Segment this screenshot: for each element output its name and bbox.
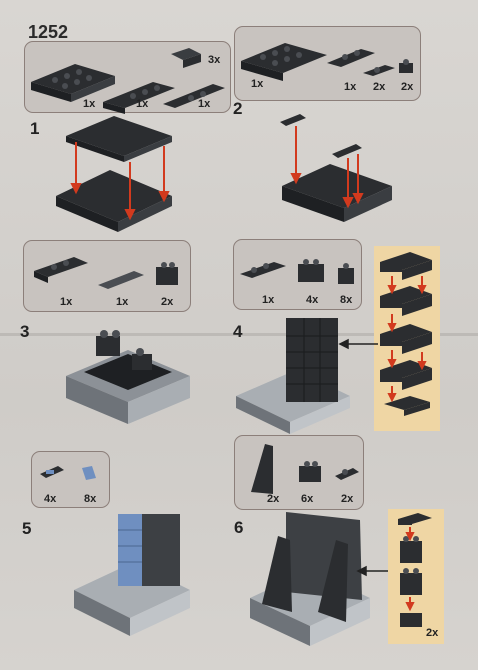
step6-subassembly-qty: 2x — [426, 627, 439, 639]
step2-part-qty: 1x — [251, 78, 264, 90]
step2-part-qty: 2x — [373, 81, 386, 93]
step6-subassembly-panel: 2x — [388, 509, 444, 644]
step1-part-qty: 1x — [136, 98, 149, 110]
step6-part-qty: 2x — [341, 493, 354, 505]
step-number: 3 — [20, 322, 30, 341]
step4-part-qty: 1x — [262, 294, 275, 306]
step6-part-qty: 6x — [301, 493, 314, 505]
step6-parts-box: 2x 6x 2x — [234, 435, 364, 510]
step3-part-qty: 2x — [161, 296, 174, 308]
step1-parts-box: 3x 1x 1x 1x — [24, 41, 231, 114]
step6-parts-illustration — [251, 444, 359, 494]
step2-part-qty: 1x — [344, 81, 357, 93]
step4-parts-illustration — [240, 259, 354, 284]
step5-parts-illustration — [40, 466, 96, 480]
step4-subassembly-panel — [374, 246, 440, 431]
step-number: 2 — [233, 99, 243, 118]
step2-parts-box: 1x 1x 2x 2x — [234, 26, 421, 101]
step-number: 1 — [30, 119, 40, 138]
step6-part-qty: 2x — [267, 493, 280, 505]
set-number: 1252 — [28, 22, 69, 42]
step4-part-qty: 4x — [306, 294, 319, 306]
step4-part-qty: 8x — [340, 294, 353, 306]
step2-part-qty: 2x — [401, 81, 414, 93]
step1-parts-illustration — [31, 48, 225, 114]
step-number: 5 — [22, 519, 32, 538]
step5-part-qty: 8x — [84, 493, 97, 505]
step4-parts-box: 1x 4x 8x — [233, 239, 362, 310]
step5-part-qty: 4x — [44, 493, 57, 505]
step3-part-qty: 1x — [116, 296, 129, 308]
step6-subassembly-illustration — [398, 513, 432, 627]
step1-part-qty: 1x — [198, 98, 211, 110]
step-number: 4 — [233, 322, 243, 341]
step5-parts-box: 4x 8x — [31, 451, 110, 508]
step-number: 6 — [234, 518, 244, 537]
step2-parts-illustration — [241, 43, 413, 81]
step1-part-qty: 1x — [83, 98, 96, 110]
page-fold-line — [0, 333, 478, 336]
step3-parts-box: 1x 1x 2x — [23, 240, 191, 312]
step1-part-qty: 3x — [208, 54, 221, 66]
step3-part-qty: 1x — [60, 296, 73, 308]
step3-parts-illustration — [34, 257, 178, 289]
step4-subassembly-illustration — [380, 252, 432, 416]
